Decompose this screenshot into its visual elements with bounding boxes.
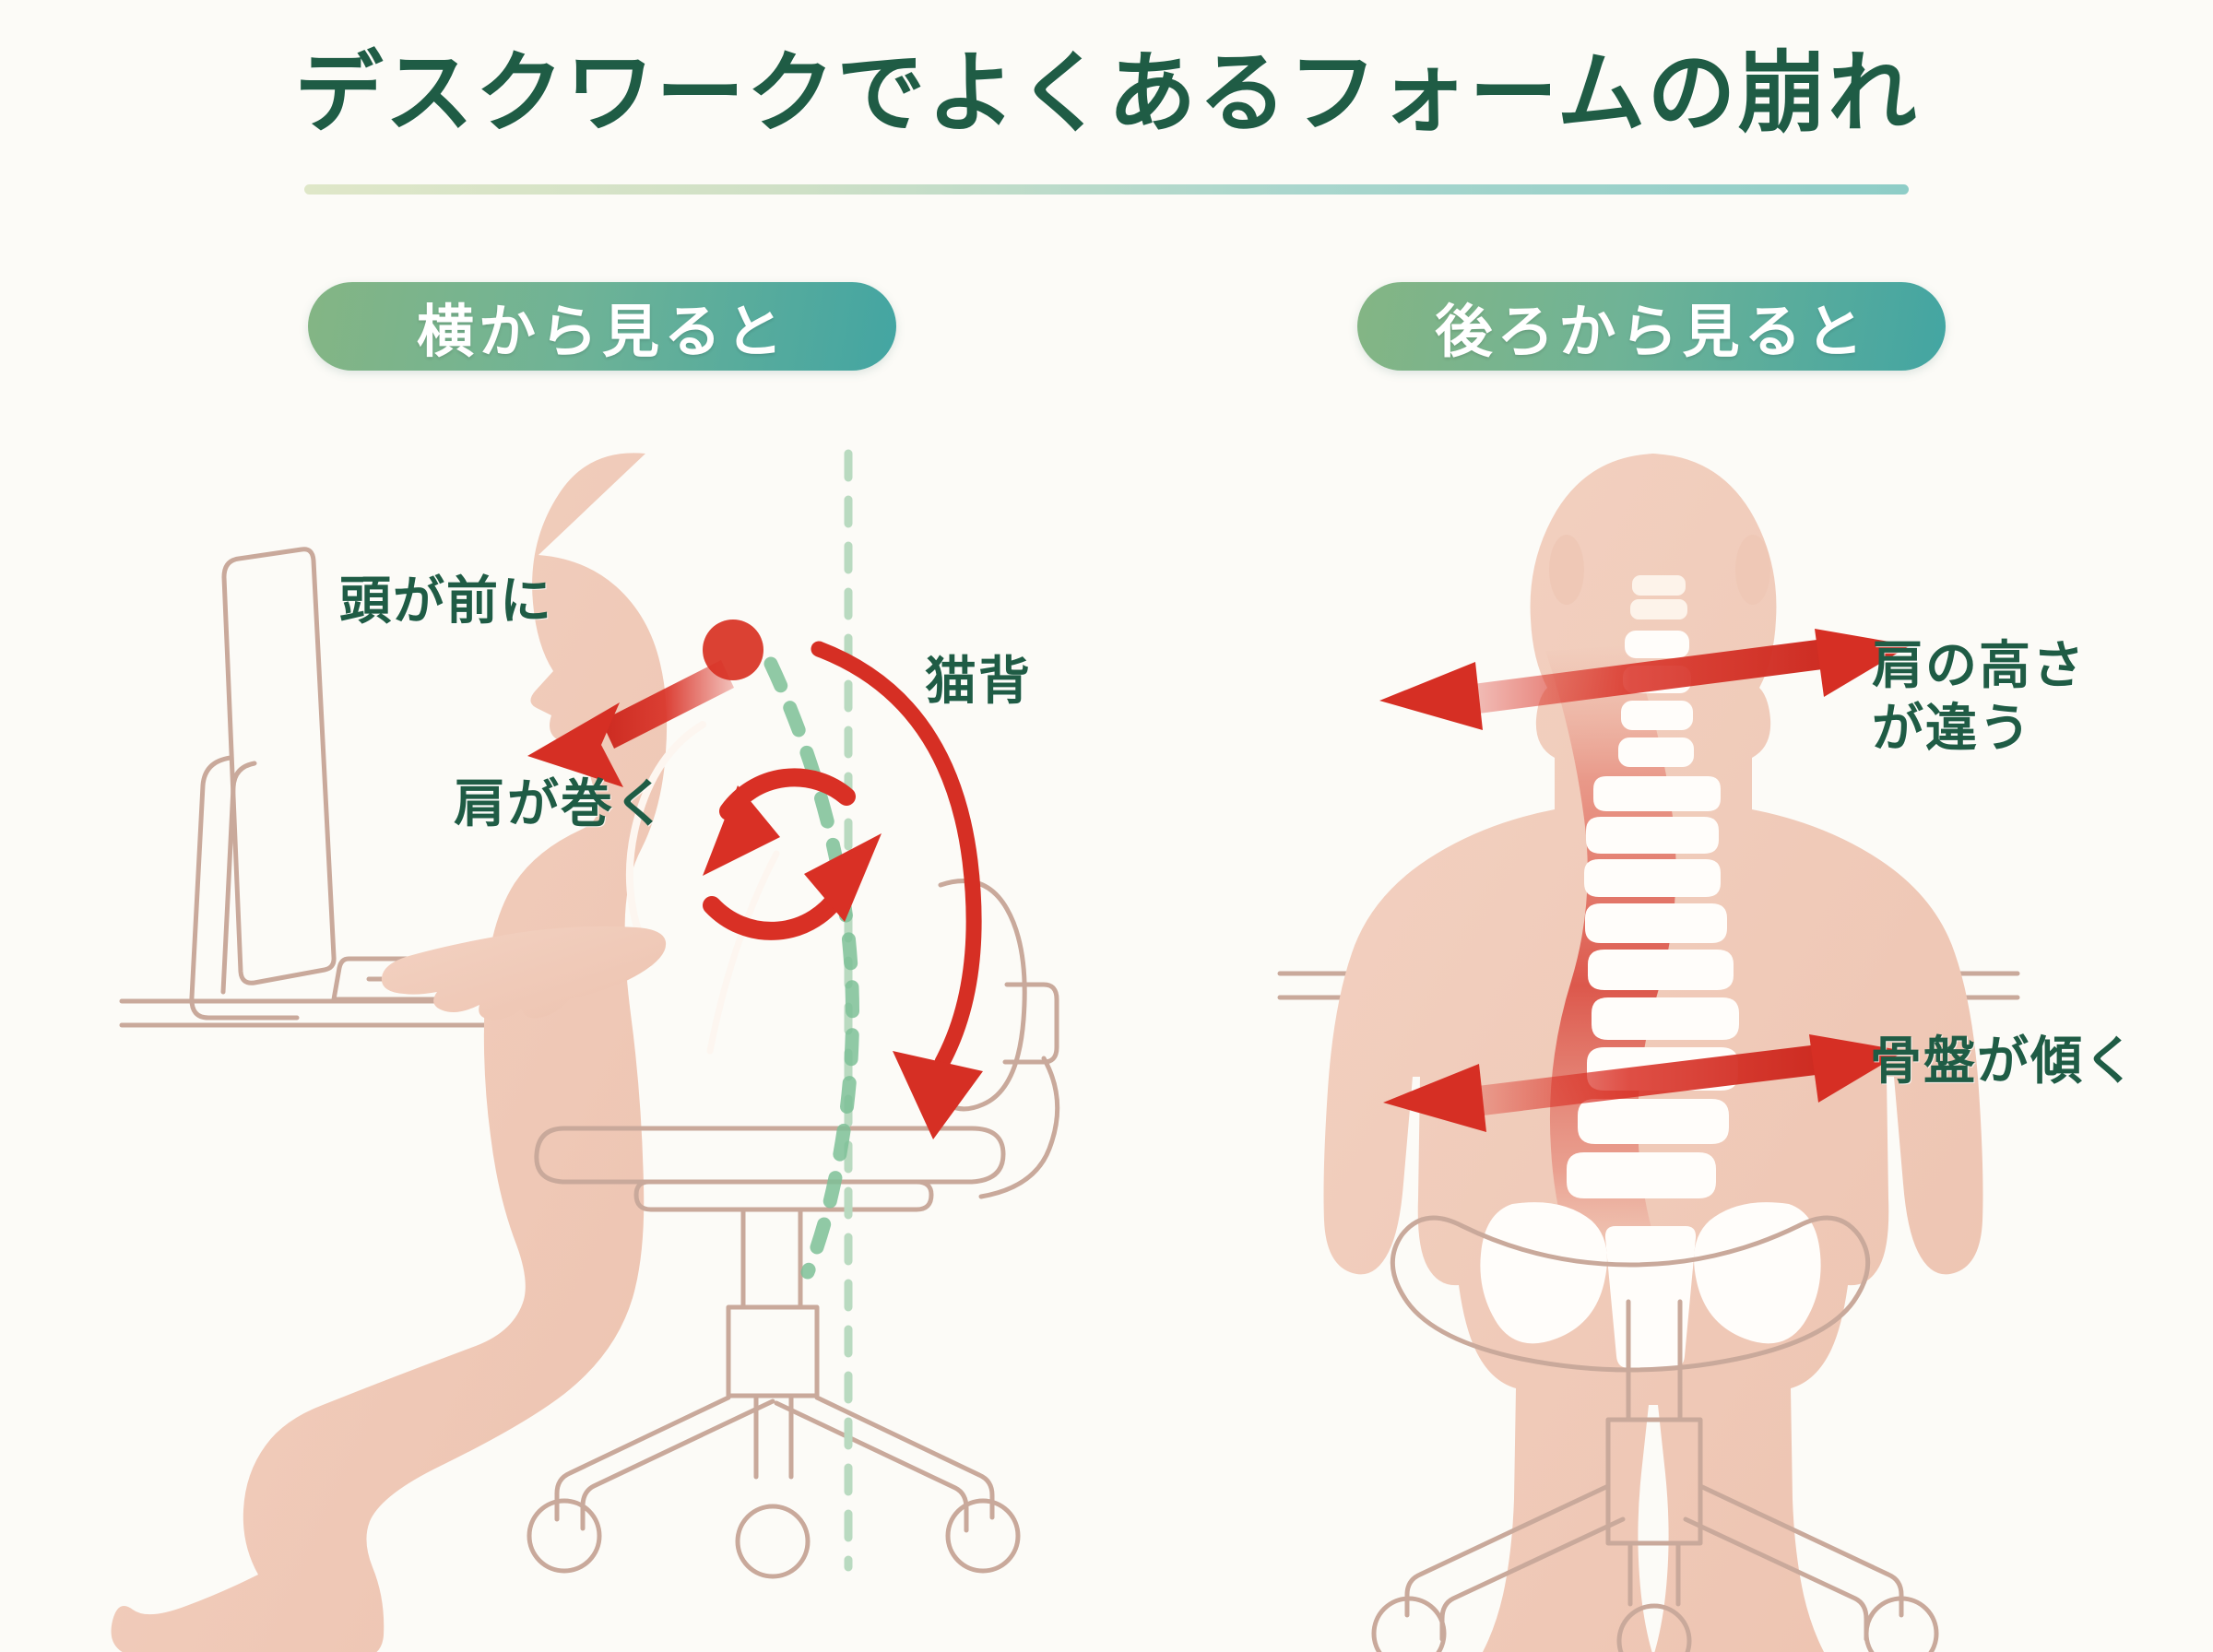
vertebra (1586, 817, 1719, 854)
section-badge-back-view-label: 後ろから見ると (1435, 301, 1868, 364)
vertebra (1618, 738, 1694, 767)
curved-spine-guide (763, 656, 859, 1280)
forearm-and-hand (381, 926, 667, 1021)
title-block: デスクワークでよくあるフォームの崩れ (0, 44, 2213, 144)
office-chair-back (1371, 1215, 1939, 1652)
title-underline-bar (304, 184, 1909, 195)
chest-highlight-line (706, 850, 780, 1055)
chair-seat-plate (633, 1179, 934, 1212)
cervical-vertebra (1630, 599, 1687, 620)
section-badge-side-view: 横から見ると (308, 282, 896, 371)
vertebra (1621, 701, 1693, 730)
chair-hub-back (1605, 1417, 1703, 1546)
kyphosis-curved-arrow (811, 641, 983, 1139)
monitor-stand-inner (220, 761, 257, 995)
arm-highlight-line (625, 721, 706, 966)
monitor-stand (189, 755, 300, 1021)
chair-seat-back-view (1390, 1215, 1871, 1373)
shoulder-height-double-arrow (1379, 629, 1911, 730)
chair-caster-center-back (1616, 1603, 1692, 1652)
vertebra (1584, 859, 1721, 897)
vertebra (1588, 950, 1734, 990)
chair-base-right-back (1698, 1483, 1904, 1618)
vertebra (1567, 1152, 1716, 1198)
chair-backrest (929, 879, 1027, 1112)
shoulder-roll-arrowhead-right (804, 833, 882, 922)
section-badge-back-view: 後ろから見ると (1357, 282, 1946, 371)
vertebra (1585, 903, 1727, 943)
monitor-outline (221, 547, 337, 985)
chair-base-left-back (1404, 1483, 1611, 1618)
chair-caster-right (945, 1498, 1021, 1574)
annotation-shoulder-height-line2: が違う (1872, 699, 2032, 758)
chair-caster-right-back (1864, 1596, 1939, 1652)
annotation-shoulder-height-line1: 肩の高さ (1872, 636, 2086, 694)
chair-base-right-edge-back (1683, 1516, 1869, 1642)
head-forward-arrow (527, 660, 734, 787)
person-side-silhouette (111, 453, 668, 1652)
office-chair-side (527, 879, 1060, 1579)
cervical-vertebra (1632, 575, 1686, 596)
chair-gas-cylinder (740, 1207, 803, 1310)
pelvis-left (1480, 1202, 1607, 1344)
chair-base-left (554, 1395, 731, 1522)
vertebra (1593, 776, 1721, 811)
chair-backrest-bracket (1002, 982, 1059, 1065)
annotation-shoulder-height: 肩の高さ が違う (1872, 634, 2086, 761)
chair-base-right-edge (774, 1400, 969, 1533)
chair-seat (534, 1126, 1006, 1185)
annotation-kyphosis: 猫背 (925, 652, 1032, 710)
shoulder-roll-arrowhead-left (703, 785, 780, 876)
chair-back-post (978, 1056, 1060, 1199)
page-title: デスクワークでよくあるフォームの崩れ (294, 44, 1919, 143)
cervical-vertebra-group (1630, 575, 1687, 620)
vertebra (1592, 997, 1739, 1040)
pelvis-arrow-head-left (1383, 1064, 1486, 1132)
ear-left (1549, 535, 1584, 605)
chair-caster-left (527, 1498, 602, 1574)
seated-person-side (111, 453, 780, 1652)
chair-caster-left-back (1371, 1596, 1447, 1652)
pelvis-right (1694, 1202, 1821, 1344)
shoulder-arrow-head-right (1815, 629, 1911, 697)
chair-caster-center (735, 1504, 811, 1579)
vertebra (1578, 1099, 1729, 1144)
shoulder-arrow-head-left (1379, 662, 1483, 730)
annotation-pelvis-tilt: 骨盤が傾く (1870, 1032, 2137, 1090)
ear-right (1735, 535, 1770, 605)
chair-base-right (814, 1395, 995, 1520)
chair-base-center-back (1627, 1540, 1681, 1607)
scoliotic-spine (1480, 575, 1821, 1368)
section-badge-side-view-label: 横から見ると (416, 301, 787, 364)
pelvis-arrow-head-right (1809, 1034, 1905, 1103)
pelvis-tilt-double-arrow (1383, 1034, 1905, 1132)
annotation-head-forward: 頭が前に (339, 572, 553, 630)
vertebra (1625, 631, 1689, 658)
annotation-shoulder-roll: 肩が巻く (454, 774, 668, 832)
chair-gas-cylinder-back (1626, 1299, 1683, 1422)
